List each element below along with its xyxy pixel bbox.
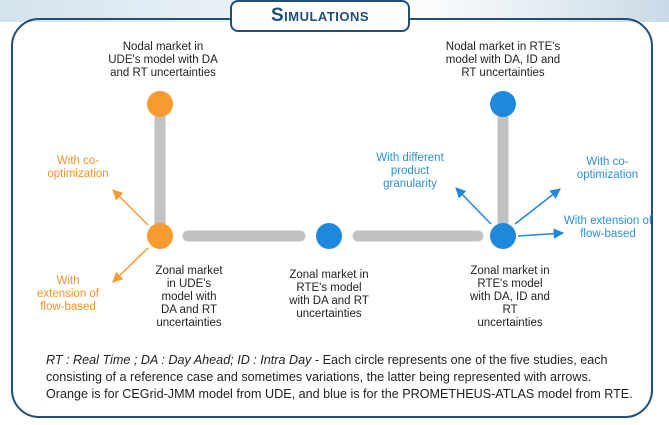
arrow-rte-granularity	[455, 187, 492, 225]
arrow-rte-flowbased	[517, 228, 565, 239]
circle-rte-nodal	[490, 91, 516, 117]
label-ude-cooptimization: With co- optimization	[47, 155, 109, 180]
circle-ude-zonal	[147, 223, 173, 249]
label-rte-nodal: Nodal market in RTE's model with DA, ID …	[445, 41, 561, 79]
circle-rte-zonal-center	[316, 223, 342, 249]
caption-text: - Each circle represents one of the five…	[46, 353, 633, 401]
label-ude-nodal: Nodal market in UDE's model with DA and …	[108, 41, 218, 79]
page-title: Simulations	[270, 5, 370, 26]
label-rte-zonal-center: Zonal market in RTE's model with DA and …	[289, 269, 369, 320]
label-ude-flowbased: With extension of flow-based	[36, 275, 99, 313]
label-rte-cooptimization: With co- optimization	[576, 156, 639, 181]
label-rte-flowbased: With extension of flow-based	[563, 215, 653, 240]
circle-rte-zonal-right	[490, 223, 516, 249]
arrow-ude-flowbased	[112, 247, 149, 283]
title-box: Simulations	[230, 0, 410, 32]
label-ude-zonal: Zonal market in UDE's model with DA and …	[155, 265, 223, 329]
caption: RT : Real Time ; DA : Day Ahead; ID : In…	[46, 352, 636, 403]
label-rte-zonal-right: Zonal market in RTE's model with DA, ID …	[470, 265, 550, 329]
arrow-ude-cooptimization	[112, 189, 149, 226]
circle-ude-nodal	[147, 91, 173, 117]
label-rte-granularity: With different product granularity	[376, 152, 444, 190]
abbreviation-legend: RT : Real Time ; DA : Day Ahead; ID : In…	[46, 353, 312, 367]
arrow-rte-cooptimization	[514, 188, 561, 225]
